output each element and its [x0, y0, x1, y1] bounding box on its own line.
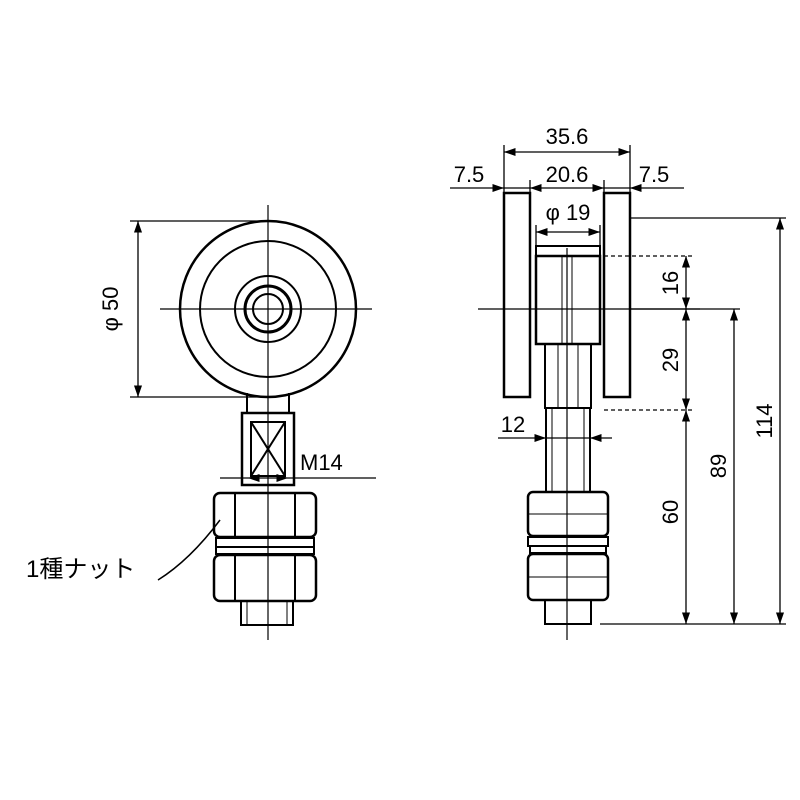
height-dimensions — [600, 217, 786, 625]
fork-plates — [502, 191, 632, 399]
dim-60-label: 60 — [658, 500, 683, 524]
width-dimensions — [450, 145, 684, 443]
right-offset-label: 7.5 — [639, 162, 670, 187]
side-lower-nut — [526, 552, 610, 602]
dim-16-label: 16 — [658, 271, 683, 295]
bore-diameter-label: φ 19 — [546, 200, 591, 225]
overall-width-label: 35.6 — [546, 124, 589, 149]
lower-nut — [212, 553, 318, 603]
bolt-end — [240, 600, 294, 626]
neck — [544, 343, 592, 409]
upper-nut — [212, 491, 318, 539]
inner-width-label: 20.6 — [546, 162, 589, 187]
wheel — [178, 219, 358, 399]
stud-width-label: 12 — [501, 412, 525, 437]
side-washers — [527, 536, 609, 554]
diameter-label: φ 50 — [98, 287, 123, 332]
side-view — [450, 145, 786, 640]
front-view — [130, 205, 376, 640]
side-upper-nut — [526, 490, 610, 538]
dim-29-label: 29 — [658, 348, 683, 372]
nut-leader — [157, 519, 221, 581]
side-bolt-end — [544, 599, 592, 625]
hub — [534, 245, 602, 346]
washers — [215, 537, 315, 555]
dim-89-label: 89 — [706, 454, 731, 478]
left-offset-label: 7.5 — [454, 162, 485, 187]
stud — [545, 407, 591, 493]
nut-callout: 1種ナット — [26, 556, 135, 583]
dim-114-label: 114 — [752, 403, 777, 438]
diameter-dimension — [130, 220, 266, 398]
thread-label: M14 — [300, 450, 343, 475]
